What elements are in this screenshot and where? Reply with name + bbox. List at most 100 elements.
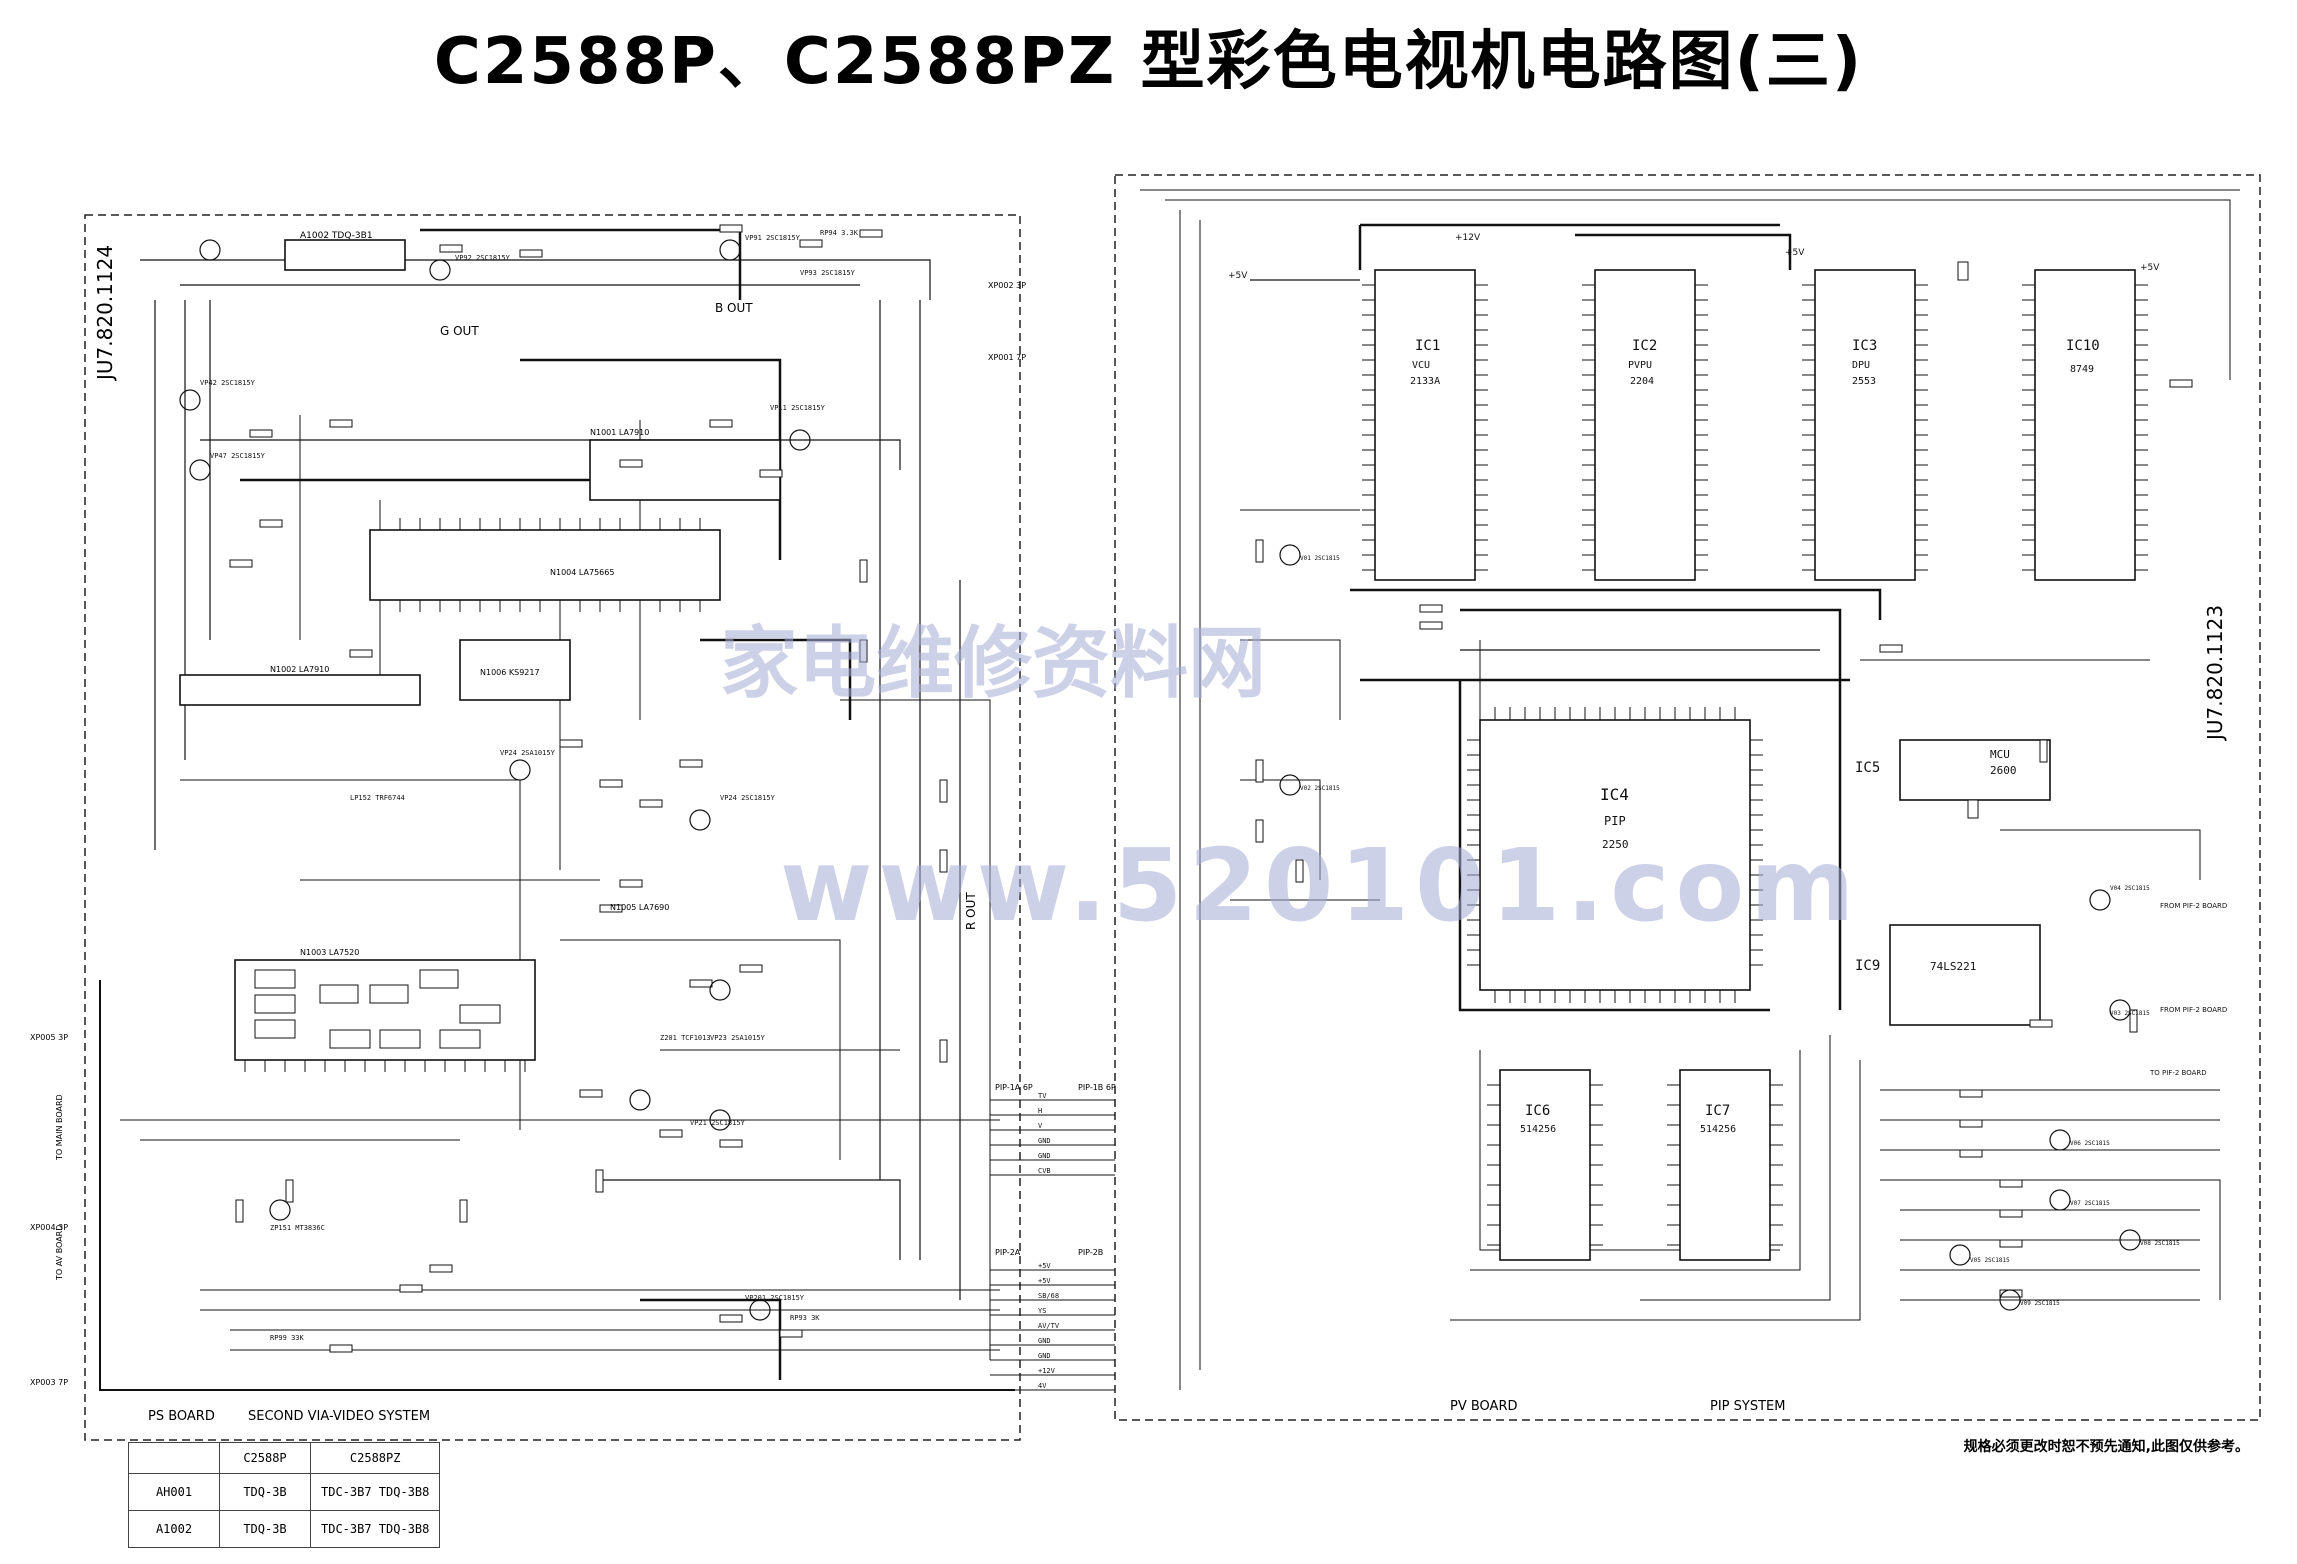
table-header-cell: C2588PZ	[309, 1442, 441, 1474]
component-label: VP47 2SC1815Y	[210, 452, 266, 460]
ic-label-2: N1003 LA7520	[300, 948, 359, 957]
model-table: C2588P C2588PZ AH001 TDQ-3B TDC-3B7 TDQ-…	[128, 1442, 441, 1548]
ic1-name: VCU	[1412, 360, 1430, 371]
ic2-ref: IC2	[1632, 338, 1657, 354]
component-label: VP21 2SC1815Y	[690, 1119, 746, 1127]
transistor-label: V01 2SC1815	[1300, 555, 1340, 562]
ic3-part: 2553	[1852, 376, 1876, 387]
left-component-labels: VP42 2SC1815Y VP47 2SC1815Y VP92 2SC1815…	[200, 229, 859, 1342]
ic10-part: 8749	[2070, 364, 2094, 375]
to-av-board-label: TO AV BOARD	[55, 1225, 64, 1281]
table-header-cell: C2588P	[219, 1442, 311, 1474]
ic4-part: 2250	[1602, 838, 1629, 851]
right-board-name: PV BOARD	[1450, 1399, 1518, 1414]
ic5-box	[1899, 739, 2051, 801]
tuner-label: A1002 TDQ-3B1	[300, 231, 373, 241]
table-cell: TDC-3B7 TDQ-3B8	[309, 1473, 441, 1511]
transistor-label: V07 2SC1815	[2070, 1200, 2110, 1207]
connector-label-0: XP002 3P	[988, 281, 1026, 290]
bus-signal: 4V	[1038, 1382, 1047, 1390]
component-label: LP152 TRF6744	[350, 794, 405, 802]
table-cell: TDQ-3B	[219, 1473, 311, 1511]
right-system-name: PIP SYSTEM	[1710, 1399, 1785, 1414]
table-row: A1002 TDQ-3B TDC-3B7 TDQ-3B8	[128, 1510, 441, 1548]
ic7-box	[1679, 1069, 1771, 1261]
right-transistors	[1279, 544, 2141, 1311]
ic3-box	[1814, 269, 1916, 581]
left-components	[229, 224, 948, 1353]
ic6-box	[1499, 1069, 1591, 1261]
transistor-label: V04 2SC1815	[2110, 885, 2150, 892]
ic5-ref: IC5	[1855, 760, 1880, 776]
pip1b-label: PIP-1B 6P	[1078, 1083, 1116, 1092]
bus-signal: GND	[1038, 1352, 1051, 1360]
table-row: AH001 TDQ-3B TDC-3B7 TDQ-3B8	[128, 1473, 441, 1511]
ic4-box	[1479, 719, 1751, 991]
component-label: RP99 33K	[270, 1334, 305, 1342]
left-system-name: SECOND VIA-VIDEO SYSTEM	[248, 1409, 430, 1424]
ic3-ref: IC3	[1852, 338, 1877, 354]
transistor-label: V06 2SC1815	[2070, 1140, 2110, 1147]
r-out-label: R OUT	[964, 892, 978, 930]
ic2-box	[1594, 269, 1696, 581]
component-label: RP94 3.3K	[820, 229, 859, 237]
transistor-label: V09 2SC1815	[2020, 1300, 2060, 1307]
ic9-part: 74LS221	[1930, 960, 1976, 973]
pip2-label: PIP-2A	[995, 1248, 1021, 1257]
ic7-part: 514256	[1700, 1124, 1736, 1135]
bus-signal: SB/68	[1038, 1292, 1059, 1300]
left-board-name: PS BOARD	[148, 1409, 215, 1424]
supply-label: +5V	[1785, 248, 1805, 258]
bus-signal: TV	[1038, 1092, 1047, 1100]
disclaimer-note: 规格必须更改时恕不预先通知,此图仅供参考。	[1963, 1439, 2249, 1455]
left-transistors	[179, 239, 811, 1321]
ic9-ref: IC9	[1855, 958, 1880, 974]
watermark-url: www.520101.com	[780, 827, 1860, 944]
bus-signal: GND	[1038, 1152, 1051, 1160]
component-label: VP23 2SA1015Y	[710, 1034, 766, 1042]
ic-label-3: N1004 LA75665	[550, 568, 614, 577]
ic6-part: 514256	[1520, 1124, 1556, 1135]
component-label: RP93 3K	[790, 1314, 820, 1322]
component-label: VP93 2SC1815Y	[800, 269, 856, 277]
bus-signal: GND	[1038, 1337, 1051, 1345]
table-header-cell	[128, 1442, 220, 1474]
ic1-box	[1374, 269, 1476, 581]
watermark-cn: 家电维修资料网	[720, 619, 1266, 709]
table-row: C2588P C2588PZ	[128, 1442, 441, 1474]
component-label: VP42 2SC1815Y	[200, 379, 256, 387]
transistor-label: V02 2SC1815	[1300, 785, 1340, 792]
right-ic-labels: IC1 VCU 2133A IC2 PVPU 2204 IC3 DPU 2553…	[1410, 338, 2100, 1135]
crystal-components	[1957, 261, 1979, 819]
table-cell: AH001	[128, 1473, 220, 1511]
transistor-label: V05 2SC1815	[1970, 1257, 2010, 1264]
ic7-ref: IC7	[1705, 1103, 1730, 1119]
component-label: VP91 2SC1815Y	[745, 234, 801, 242]
component-label: Z201 TCF1013	[660, 1034, 711, 1042]
ic2-name: PVPU	[1628, 360, 1652, 371]
bus-signal: +5V	[1038, 1262, 1051, 1270]
to-pif2-label: TO PIF-2 BOARD	[2149, 1069, 2207, 1077]
left-ic-pins	[244, 518, 701, 1072]
left-drawing-number: JU7.820.1124	[93, 245, 117, 382]
table-cell: A1002	[128, 1510, 220, 1548]
left-board-frame	[84, 214, 1021, 1441]
bus-signal: V	[1038, 1122, 1043, 1130]
ic-label-4: N1005 LA7690	[610, 903, 669, 912]
component-label: VP92 2SC1815Y	[455, 254, 511, 262]
right-transistor-labels: V01 2SC1815 V02 2SC1815 V03 2SC1815 V04 …	[1300, 555, 2180, 1307]
connector-bus	[990, 1099, 1115, 1391]
ic5-part: 2600	[1990, 764, 2017, 777]
connector-label-2: XP003 7P	[30, 1378, 68, 1387]
right-components	[1255, 379, 2193, 1298]
right-drawing-number: JU7.820.1123	[2203, 605, 2227, 742]
ic3-name: DPU	[1852, 360, 1870, 371]
ic10-box	[2034, 269, 2136, 581]
pip1-label: PIP-1A 6P	[995, 1083, 1033, 1092]
ic5-name: MCU	[1990, 748, 2010, 761]
supply-labels: +5V +12V +5V +5V	[1228, 233, 2160, 281]
ic1-ref: IC1	[1415, 338, 1440, 354]
from-pif2-label: FROM PIF-2 BOARD	[2160, 1006, 2227, 1014]
ic2-part: 2204	[1630, 376, 1654, 387]
b-out-label: B OUT	[715, 301, 753, 315]
